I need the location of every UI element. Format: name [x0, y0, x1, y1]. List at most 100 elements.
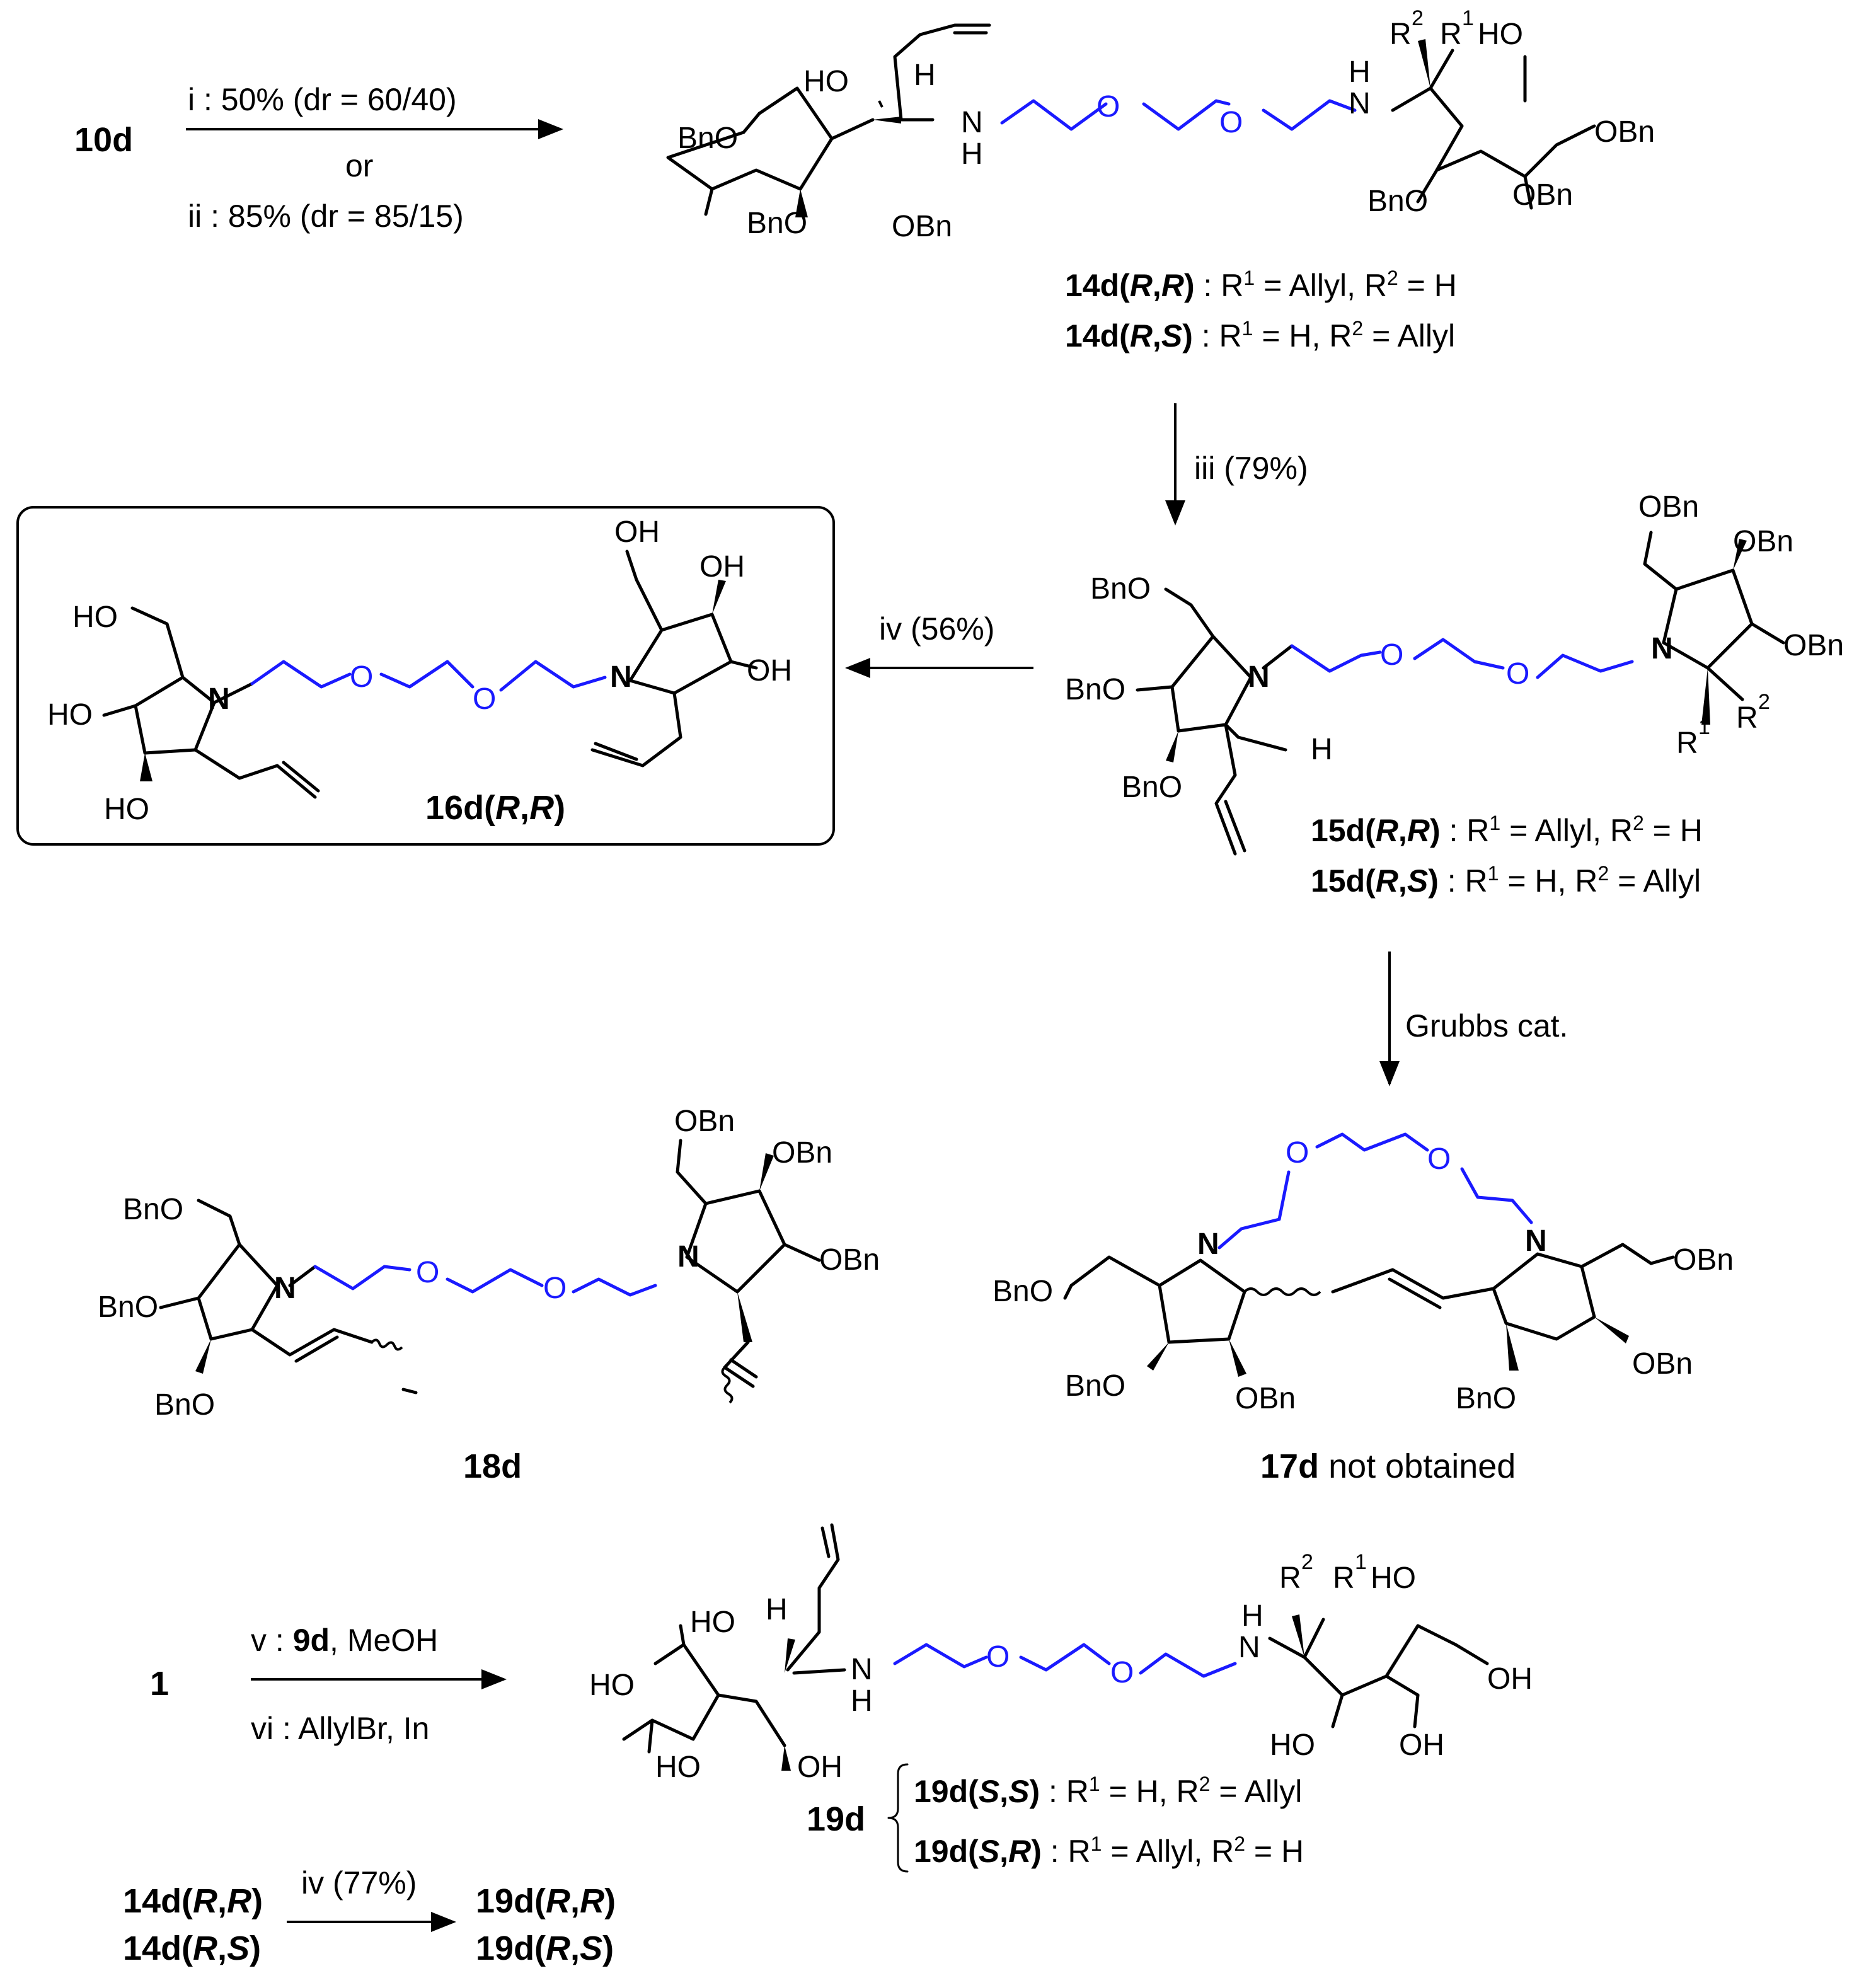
svg-text:BnO: BnO [677, 122, 738, 155]
svg-text:N: N [1525, 1224, 1547, 1258]
svg-text:OBn: OBn [1594, 115, 1655, 149]
svg-text:OH: OH [797, 1751, 843, 1784]
condition-iii: iii (79%) [1194, 451, 1308, 486]
label-16d-rr: 16d(R,R) [425, 789, 565, 827]
svg-text:R: R [1390, 18, 1412, 51]
compound-19d: H HO HO HO OH N H O O H N R 2 R 1 HO OH … [589, 1523, 1533, 1873]
svg-text:O: O [1110, 1656, 1134, 1689]
label-from-14d-rr: 14d(R,R) [123, 1882, 263, 1920]
svg-text:BnO: BnO [154, 1388, 215, 1422]
svg-text:HO: HO [1270, 1728, 1315, 1762]
svg-text:O: O [1286, 1136, 1309, 1170]
svg-text:O: O [986, 1640, 1010, 1674]
compound-18d: OBn OBn OBn BnO BnO BnO N N O O 18d [98, 1105, 880, 1485]
label-from-14d-rs: 14d(R,S) [123, 1929, 261, 1967]
svg-text:H: H [851, 1684, 873, 1718]
svg-text:HO: HO [589, 1669, 635, 1702]
svg-text:O: O [1427, 1142, 1451, 1176]
condition-i: i : 50% (dr = 60/40) [188, 82, 457, 117]
svg-text:N: N [610, 660, 632, 694]
svg-text:N: N [274, 1272, 296, 1305]
label-15d-rr: 15d(R,R) : R1 = Allyl, R2 = H [1311, 812, 1703, 848]
svg-text:H: H [1349, 55, 1371, 89]
svg-text:O: O [1380, 638, 1403, 672]
label-18d: 18d [463, 1447, 522, 1485]
label-14d-rr: 14d(R,R) : R1 = Allyl, R2 = H [1065, 267, 1457, 303]
svg-text:OH: OH [1487, 1662, 1533, 1696]
svg-text:BnO: BnO [1122, 771, 1182, 804]
start-compound-10d: 10d [74, 121, 133, 159]
svg-text:H: H [1311, 733, 1333, 766]
condition-v: v : 9d, MeOH [251, 1623, 438, 1658]
svg-text:1: 1 [1462, 6, 1474, 30]
svg-text:BnO: BnO [1456, 1382, 1516, 1415]
svg-text:HO: HO [104, 793, 149, 826]
svg-text:N: N [677, 1240, 699, 1274]
svg-text:H: H [766, 1593, 788, 1626]
svg-text:OBn: OBn [1632, 1347, 1693, 1381]
svg-text:BnO: BnO [1090, 572, 1151, 606]
label-19d-group: 19d [807, 1800, 865, 1838]
svg-text:OH: OH [747, 654, 792, 687]
svg-text:O: O [1096, 90, 1120, 124]
svg-text:HO: HO [1478, 18, 1523, 51]
svg-text:N: N [1197, 1228, 1219, 1261]
svg-text:OBn: OBn [1235, 1382, 1296, 1415]
svg-text:H: H [914, 59, 936, 92]
svg-text:BnO: BnO [1065, 1369, 1125, 1403]
svg-text:N: N [961, 106, 983, 139]
step-v-vi: 1 v : 9d, MeOH vi : AllylBr, In [150, 1623, 507, 1746]
label-15d-rs: 15d(R,S) : R1 = H, R2 = Allyl [1311, 862, 1701, 899]
step-grubbs: Grubbs cat. [1379, 952, 1568, 1086]
start-compound-1: 1 [150, 1665, 169, 1703]
svg-text:N: N [1248, 660, 1270, 694]
svg-text:R: R [1676, 727, 1698, 760]
compound-14d: HO H BnO BnO OBn N H O O N H R 2 R 1 HO … [666, 6, 1655, 354]
svg-text:BnO: BnO [1367, 185, 1428, 218]
highlight-box [16, 506, 835, 846]
step-1: 10d i : 50% (dr = 60/40) or ii : 85% (dr… [74, 82, 563, 234]
step-iv: iv (56%) [845, 611, 1033, 678]
svg-text:OBn: OBn [819, 1243, 880, 1277]
svg-text:OBn: OBn [1673, 1243, 1734, 1277]
svg-text:2: 2 [1758, 690, 1770, 714]
svg-text:BnO: BnO [123, 1193, 183, 1226]
condition-grubbs: Grubbs cat. [1405, 1008, 1568, 1044]
svg-text:HO: HO [47, 698, 93, 732]
svg-text:R: R [1736, 701, 1758, 735]
svg-text:R: R [1440, 18, 1462, 51]
svg-text:N: N [1349, 87, 1371, 120]
label-to-19d-rr: 19d(R,R) [476, 1882, 616, 1920]
svg-text:OBn: OBn [674, 1105, 735, 1138]
svg-text:OBn: OBn [1783, 629, 1844, 662]
svg-text:O: O [416, 1256, 439, 1289]
compound-15d: OBn OBn OBn BnO BnO BnO N N O O H R 1 R … [1065, 490, 1844, 899]
svg-text:BnO: BnO [1065, 673, 1125, 706]
condition-last: iv (77%) [301, 1865, 417, 1900]
brace [887, 1763, 909, 1873]
svg-text:HO: HO [1371, 1561, 1416, 1595]
svg-text:N: N [1238, 1631, 1260, 1664]
svg-text:O: O [473, 682, 496, 716]
svg-text:H: H [961, 137, 983, 171]
svg-text:1: 1 [1355, 1550, 1367, 1574]
condition-or: or [345, 148, 373, 183]
svg-text:H: H [1241, 1599, 1263, 1633]
svg-text:O: O [543, 1272, 567, 1305]
svg-text:N: N [851, 1653, 873, 1686]
svg-text:OBn: OBn [1638, 490, 1699, 524]
condition-ii: ii : 85% (dr = 85/15) [188, 198, 464, 234]
svg-text:N: N [208, 682, 230, 716]
compound-16d: OH OH OH HO HO HO N N O O 16d(R,R) [47, 515, 792, 827]
svg-text:BnO: BnO [98, 1291, 158, 1324]
svg-text:1: 1 [1698, 715, 1710, 739]
svg-text:OBn: OBn [1733, 525, 1793, 558]
svg-text:OBn: OBn [1512, 178, 1573, 212]
svg-text:OH: OH [699, 550, 745, 584]
svg-text:O: O [350, 660, 373, 694]
svg-text:R: R [1333, 1561, 1355, 1595]
svg-text:OH: OH [614, 515, 660, 549]
svg-text:O: O [1506, 657, 1529, 691]
label-19d-sr: 19d(S,R) : R1 = Allyl, R2 = H [914, 1832, 1304, 1869]
